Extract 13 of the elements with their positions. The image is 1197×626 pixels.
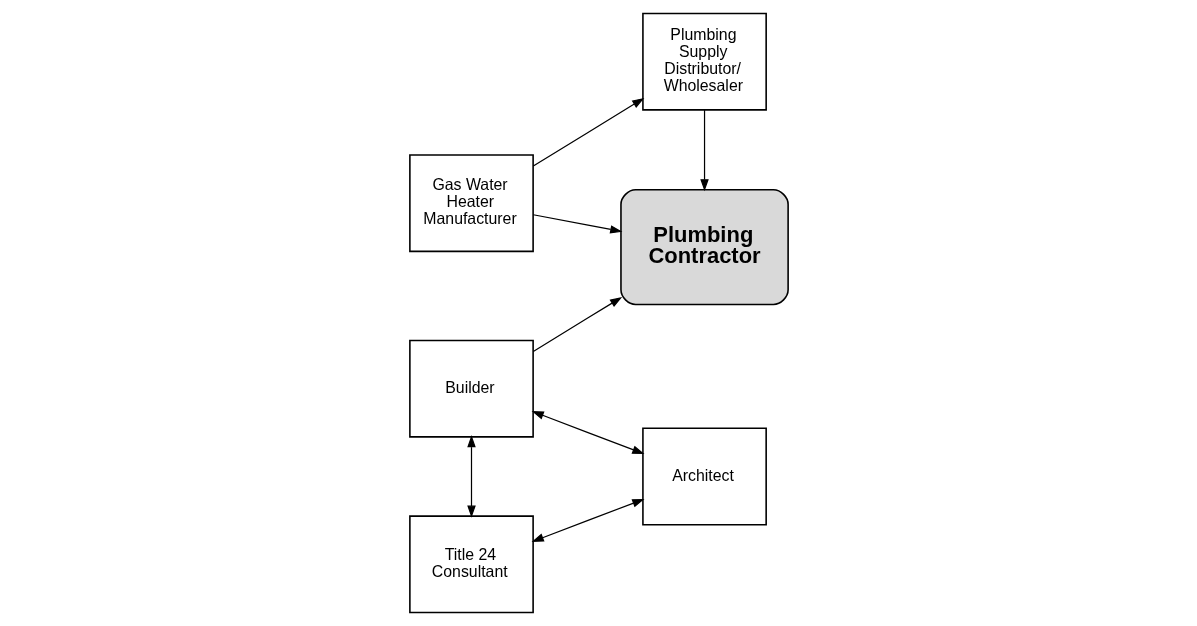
arrow (531, 411, 644, 455)
arrow (531, 498, 644, 542)
arrow (699, 109, 709, 192)
node-box: Gas Water Heater Manufacturer (408, 154, 534, 253)
node-box: Title 24 Consultant (408, 515, 534, 614)
arrow (466, 435, 476, 518)
node-box: Builder (408, 339, 534, 438)
node-box: Plumbing Supply Distributor/ Wholesaler (641, 12, 767, 111)
node-box: Plumbing Contractor (619, 188, 789, 306)
node-box: Architect (641, 427, 767, 526)
arrow (532, 214, 622, 234)
arrow (532, 97, 644, 167)
arrow (532, 296, 622, 353)
